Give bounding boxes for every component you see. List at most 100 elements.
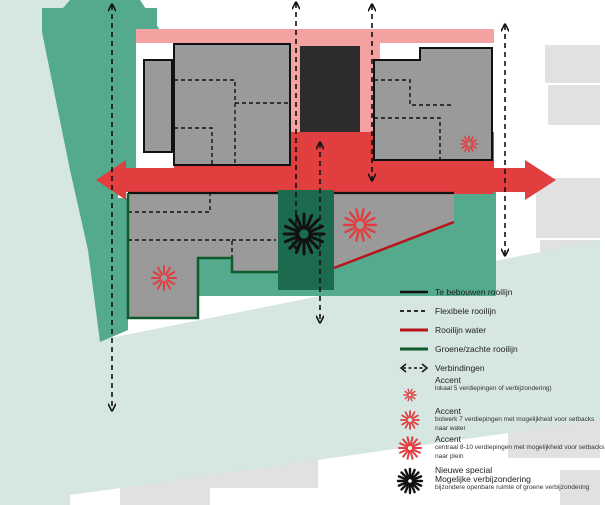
building-blocks <box>128 43 493 318</box>
legend-accent-title: Accent <box>435 406 461 416</box>
burst-ray <box>411 448 421 454</box>
burst-ray <box>461 144 468 149</box>
water-area <box>0 130 70 505</box>
rooilijn-water-line <box>333 220 455 270</box>
solid-black-line-symbol <box>400 290 428 294</box>
burst-ray <box>401 414 409 420</box>
burst-ray <box>397 480 409 487</box>
burst-ray <box>410 390 416 395</box>
context-building <box>560 470 600 505</box>
burst-ray <box>401 420 409 426</box>
flex-line <box>374 79 452 106</box>
burst-ray <box>400 471 410 481</box>
burst-ray <box>306 236 320 250</box>
special-burst-icon <box>396 467 424 495</box>
flex-line <box>128 239 233 258</box>
burst-ray <box>152 271 162 277</box>
legend-accent-desc: bolwerk 7 verdiepingen met mogelijkheid … <box>435 416 595 432</box>
legend-label: Rooilijn water <box>435 325 487 335</box>
burst-ray <box>409 468 416 480</box>
accent-burst-medium <box>151 265 177 291</box>
dashed-black-line-symbol <box>400 310 428 312</box>
burst-ray <box>469 145 474 152</box>
burst-ray <box>464 136 469 143</box>
building-block-southwest <box>128 193 278 318</box>
burst-ray <box>409 396 413 402</box>
legend-accent-desc: lokaal 5 verdiepingen of verbijzondering… <box>435 385 552 392</box>
burst-ray <box>288 236 302 250</box>
building-block-northwest <box>173 43 291 166</box>
burst-ray <box>402 438 410 447</box>
burst-ray <box>294 214 304 230</box>
legend-label: Te bebouwen rooilijn <box>435 287 513 297</box>
flex-line <box>174 79 290 104</box>
burst-ray <box>361 227 372 239</box>
accent-large-icon <box>398 436 422 460</box>
legend-accent-title: Accent <box>435 375 461 385</box>
legend-special-subtitle: Mogelijke verbijzondering <box>435 474 531 484</box>
burst-ray <box>407 396 411 402</box>
burst-ray <box>464 145 469 152</box>
burst-ray <box>348 227 359 239</box>
flex-line <box>128 193 211 213</box>
burst-ray <box>397 475 409 482</box>
burst-ray <box>288 218 302 232</box>
burst-ray <box>359 228 365 242</box>
burst-ray <box>410 421 416 429</box>
burst-ray <box>284 224 300 234</box>
green-zone-top <box>42 8 157 32</box>
burst-ray <box>404 390 410 395</box>
context-building <box>545 45 600 83</box>
legend-label: Groene/zachte rooilijn <box>435 344 518 354</box>
burst-ray <box>406 449 411 460</box>
burst-ray <box>157 266 163 276</box>
burst-ray <box>399 442 409 448</box>
flex-line <box>174 127 213 165</box>
light-red-zone <box>136 29 494 43</box>
burst-ray <box>406 436 411 447</box>
burst-ray <box>410 438 418 447</box>
flexibele-rooilijnen <box>128 79 452 258</box>
groene-rooilijn <box>126 193 278 320</box>
burst-ray <box>411 480 423 487</box>
burst-ray <box>348 211 359 223</box>
burst-ray <box>294 238 304 254</box>
red-line-symbol <box>400 328 428 332</box>
burst-ray <box>359 208 365 222</box>
burst-ray <box>355 228 361 242</box>
burst-ray <box>166 279 176 285</box>
burst-ray <box>165 266 171 276</box>
burst-ray <box>306 218 320 232</box>
legend-accent-title: Accent <box>435 434 461 444</box>
burst-ray <box>411 414 419 420</box>
burst-ray <box>409 482 416 494</box>
burst-ray <box>404 411 410 419</box>
burst-ray <box>344 225 357 234</box>
burst-ray <box>469 136 474 143</box>
burst-ray <box>404 482 411 494</box>
accent-small-icon <box>403 388 417 402</box>
burst-ray <box>409 388 413 394</box>
burst-ray <box>404 468 411 480</box>
burst-ray <box>400 481 410 491</box>
burst-ray <box>344 216 357 225</box>
burst-ray <box>411 420 419 426</box>
burst-ray <box>166 271 176 277</box>
flex-line <box>374 117 441 160</box>
burst-ray <box>304 214 314 230</box>
burst-ray <box>404 421 410 429</box>
burst-ray <box>409 449 414 460</box>
burst-ray <box>399 448 409 454</box>
context-building <box>536 178 600 238</box>
burst-ray <box>165 280 171 290</box>
green-zone <box>42 0 160 342</box>
legend-accent-desc: centraal 8-10 verdiepingen met mogelijkh… <box>435 444 605 460</box>
burst-ray <box>304 238 314 254</box>
burst-ray <box>404 395 410 400</box>
burst-ray <box>410 471 420 481</box>
burst-ray <box>411 475 423 482</box>
burst-ray <box>410 449 418 458</box>
burst-ray <box>308 224 324 234</box>
